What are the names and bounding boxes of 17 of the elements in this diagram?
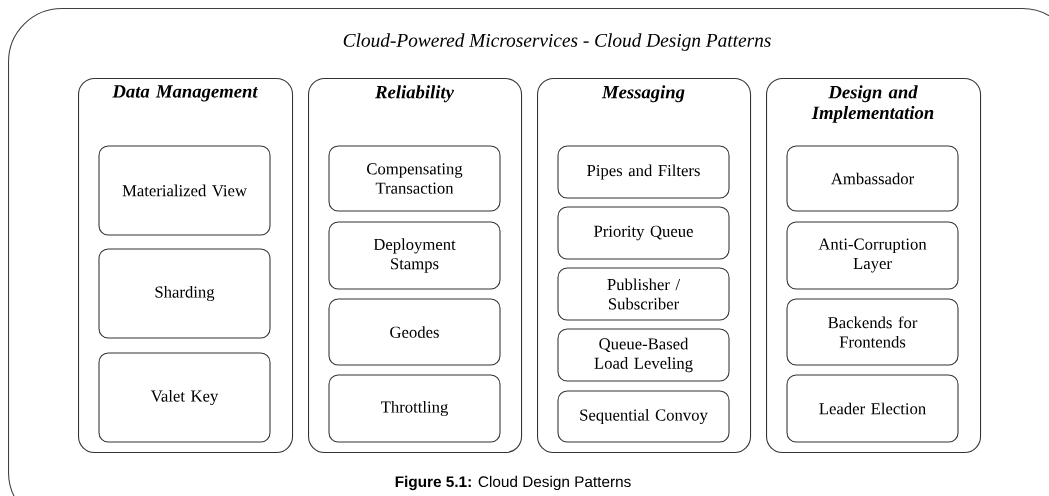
pattern-box: Publisher / Subscriber	[557, 267, 730, 321]
pattern-box: Deployment Stamps	[328, 221, 501, 290]
pattern-box: Compensating Transaction	[328, 145, 501, 212]
pattern-box: Pipes and Filters	[557, 145, 730, 199]
pattern-box: Backends for Frontends	[786, 298, 959, 366]
pattern-box: Throttling	[328, 374, 501, 443]
pattern-box: Geodes	[328, 298, 501, 366]
pattern-box: Sequential Convoy	[557, 390, 730, 443]
pattern-box: Leader Election	[786, 374, 959, 443]
pattern-box: Valet Key	[98, 352, 271, 443]
pattern-box: Anti-Corruption Layer	[786, 221, 959, 290]
figure-caption: Figure 5.1: Cloud Design Patterns	[395, 475, 631, 491]
pattern-box: Materialized View	[98, 145, 271, 236]
pattern-box: Priority Queue	[557, 206, 730, 260]
pattern-box: Ambassador	[786, 145, 959, 212]
pattern-box: Queue-Based Load Leveling	[557, 328, 730, 382]
pattern-box: Sharding	[98, 248, 271, 339]
